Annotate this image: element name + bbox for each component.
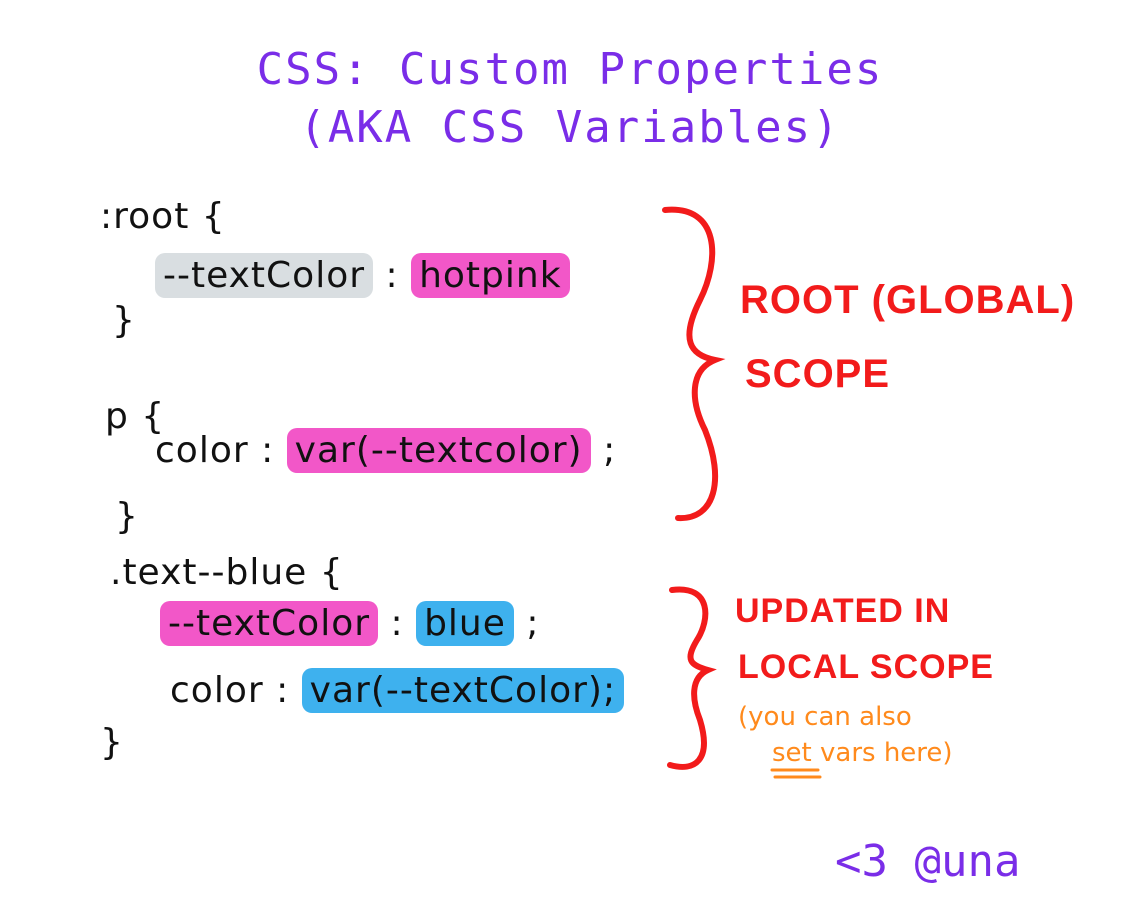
closing-brace: } — [112, 300, 136, 341]
set-underline — [770, 768, 822, 779]
local-scope-brace — [667, 586, 717, 770]
root-scope-label-line1: ROOT (GLOBAL) — [740, 278, 1076, 322]
p-selector: p { — [105, 396, 166, 437]
blue-color-value: var(--textColor); — [301, 668, 625, 713]
blue-color-property: color : — [170, 670, 290, 711]
closing-brace: } — [115, 496, 139, 537]
root-scope-label-line2: SCOPE — [745, 352, 891, 396]
local-scope-label-line2: LOCAL SCOPE — [738, 648, 994, 686]
signature: <3 @una — [835, 836, 1021, 887]
blue-selector: .text--blue { — [110, 552, 344, 593]
title-line-2: (AKA CSS Variables) — [299, 102, 841, 153]
title-line-1: CSS: Custom Properties — [256, 44, 884, 95]
blue-value: blue — [416, 601, 514, 646]
p-color-value: var(--textcolor) — [286, 428, 591, 473]
root-selector: :root { — [100, 196, 226, 237]
root-scope-brace — [662, 206, 726, 522]
colon: : — [385, 255, 399, 296]
note-line1: (you can also — [738, 702, 912, 732]
semicolon: ; — [603, 430, 617, 471]
colon: : — [390, 603, 404, 644]
local-scope-label-line1: UPDATED IN — [735, 592, 951, 630]
root-value: hotpink — [411, 253, 570, 298]
closing-brace: } — [100, 722, 124, 763]
p-color-property: color : — [155, 430, 275, 471]
note-line2: set vars here) — [772, 738, 953, 768]
blue-property: --textColor — [160, 601, 379, 646]
root-property: --textColor — [155, 253, 374, 298]
semicolon: ; — [526, 603, 540, 644]
